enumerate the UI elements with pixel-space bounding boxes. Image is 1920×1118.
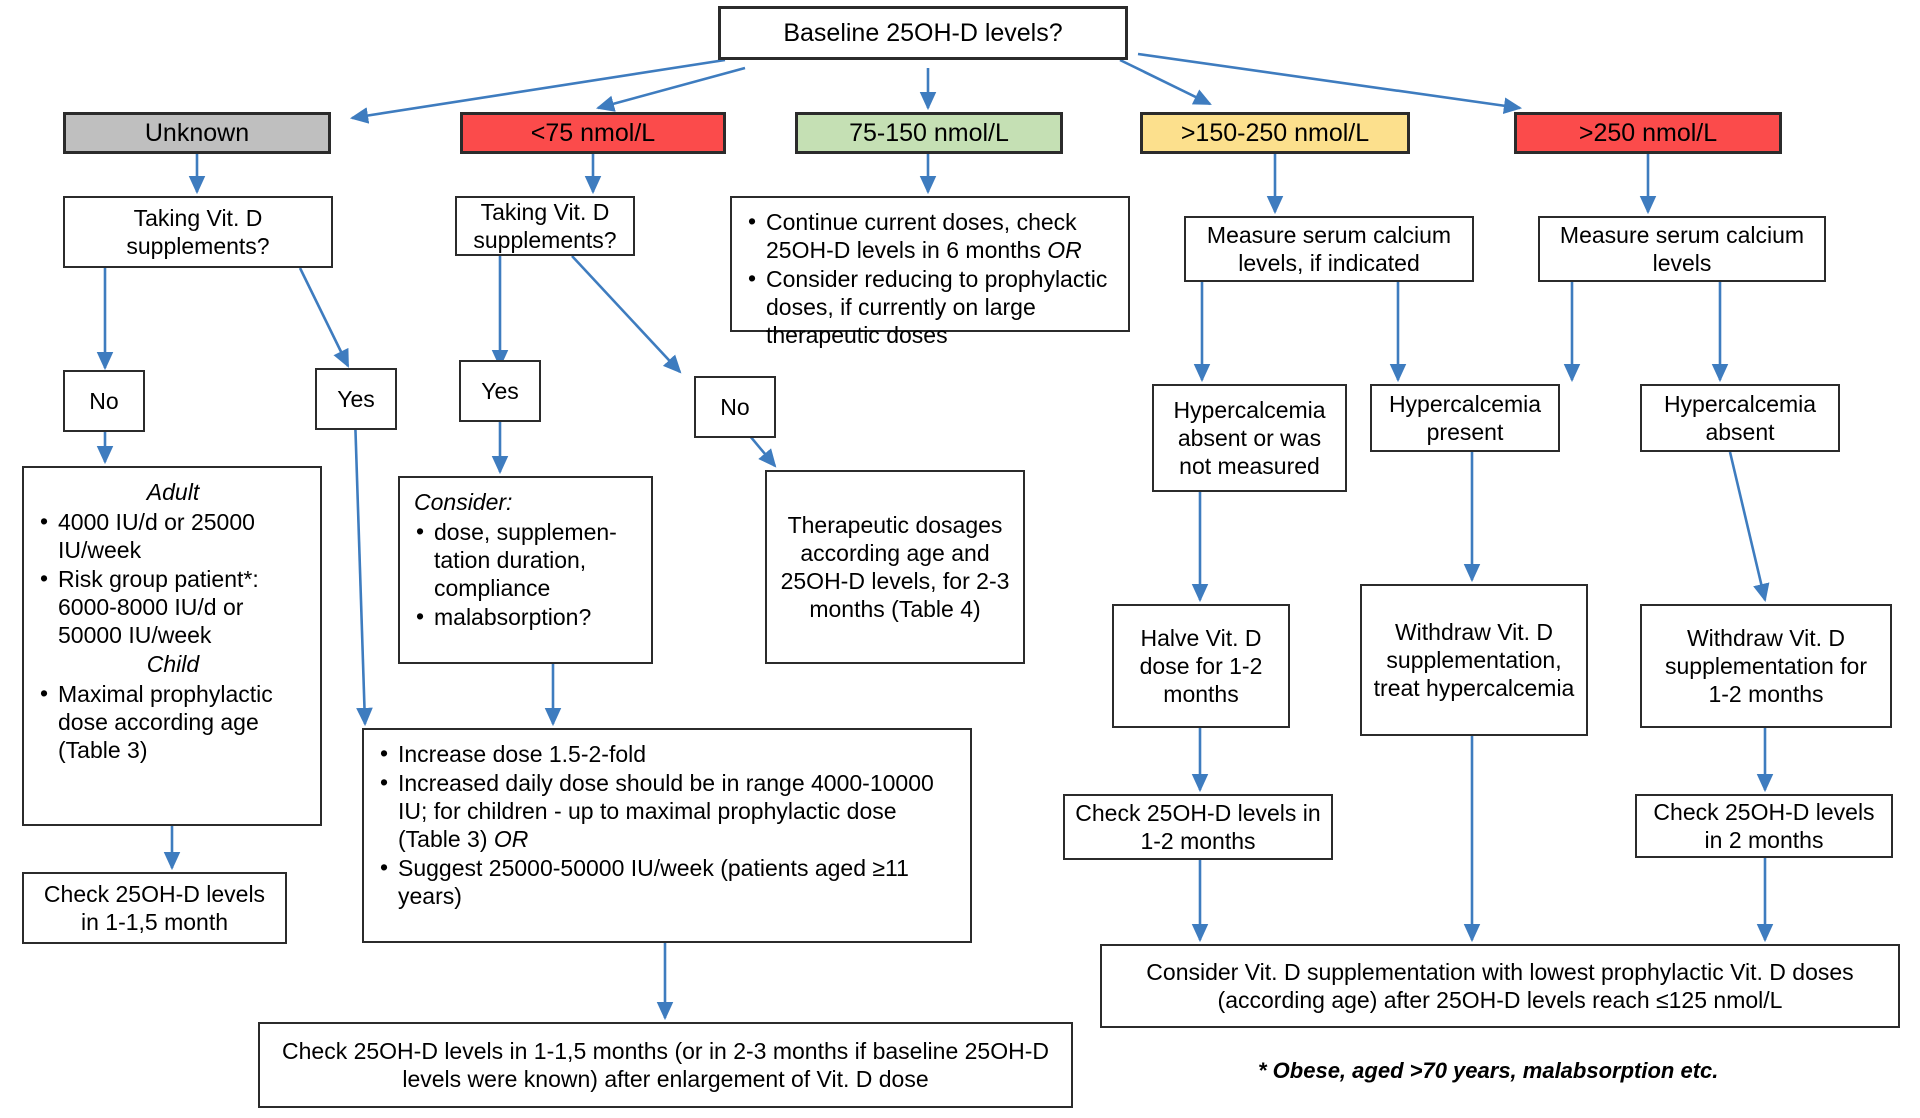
node-yes-2[interactable]: Yes	[459, 360, 541, 422]
adult-title: Adult	[146, 479, 200, 505]
node-hypercalcemia-absent-or-not-measured[interactable]: Hypercalcemia absent or was not measured	[1152, 384, 1347, 492]
node-hypercalcemia-present-label: Hypercalcemia present	[1388, 390, 1542, 445]
node-taking-supplements-q2-label: Taking Vit. D supplements?	[473, 198, 617, 253]
list-item: Risk group patient*: 6000-8000 IU/d or 5…	[38, 564, 308, 649]
node-withdraw-treat-hypercalcemia-label: Withdraw Vit. D supplementation, treat h…	[1373, 618, 1575, 702]
node-taking-supplements-q2[interactable]: Taking Vit. D supplements?	[455, 196, 635, 256]
node-therapeutic-dosages-label: Therapeutic dosages according age and 25…	[780, 511, 1010, 623]
node-check-1-15-month-label: Check 25OH-D levels in 1-1,5 month	[43, 880, 266, 935]
consider-title: Consider:	[414, 489, 513, 515]
node-hypercalcemia-absent-label: Hypercalcemia absent	[1663, 390, 1817, 445]
consider-bullets: dose, supplemen-tation duration, complia…	[414, 517, 639, 631]
list-item: Increase dose 1.5-2-fold	[378, 739, 958, 768]
node-halve-dose-label: Halve Vit. D dose for 1-2 months	[1139, 624, 1263, 708]
node-consider[interactable]: Consider: dose, supplemen-tation duratio…	[398, 476, 653, 664]
list-item: Suggest 25000-50000 IU/week (patients ag…	[378, 853, 958, 910]
node-check-1-2-months[interactable]: Check 25OH-D levels in 1-2 months	[1063, 794, 1333, 860]
node-unknown[interactable]: Unknown	[63, 112, 331, 154]
child-bullets: Maximal prophylactic dose according age …	[38, 679, 308, 764]
node-bottom-right-consider-label: Consider Vit. D supplementation with low…	[1146, 958, 1854, 1013]
node-taking-supplements-q1[interactable]: Taking Vit. D supplements?	[63, 196, 333, 268]
node-measure-serum-calcium-if-indicated[interactable]: Measure serum calcium levels, if indicat…	[1184, 216, 1474, 282]
node-increase-dose[interactable]: Increase dose 1.5-2-fold Increased daily…	[362, 728, 972, 943]
list-item: malabsorption?	[414, 602, 639, 631]
node-check-1-15-month[interactable]: Check 25OH-D levels in 1-1,5 month	[22, 872, 287, 944]
node-no-1-label: No	[89, 387, 119, 414]
node-150-250-label: >150-250 nmol/L	[1180, 118, 1370, 147]
node-check-2-months[interactable]: Check 25OH-D levels in 2 months	[1635, 794, 1893, 858]
node-150-250[interactable]: >150-250 nmol/L	[1140, 112, 1410, 154]
node-withdraw-1-2-months[interactable]: Withdraw Vit. D supplementation for 1-2 …	[1640, 604, 1892, 728]
node-taking-supplements-q1-label: Taking Vit. D supplements?	[126, 204, 270, 259]
node-yes-1-label: Yes	[337, 385, 375, 412]
node-hypercalcemia-absent-or-not-measured-label: Hypercalcemia absent or was not measured	[1173, 396, 1326, 480]
node-withdraw-1-2-months-label: Withdraw Vit. D supplementation for 1-2 …	[1664, 624, 1867, 708]
node-measure-serum-calcium-if-indicated-label: Measure serum calcium levels, if indicat…	[1206, 221, 1452, 276]
node-hypercalcemia-present[interactable]: Hypercalcemia present	[1370, 384, 1560, 452]
node-halve-dose[interactable]: Halve Vit. D dose for 1-2 months	[1112, 604, 1290, 728]
node-check-2-months-label: Check 25OH-D levels in 2 months	[1653, 798, 1875, 853]
list-item: Continue current doses, check 25OH-D lev…	[746, 207, 1116, 264]
node-root-label: Baseline 25OH-D levels?	[783, 18, 1063, 47]
node-lt75-label: <75 nmol/L	[530, 118, 656, 147]
node-no-2[interactable]: No	[694, 376, 776, 438]
list-item: Consider reducing to prophylactic doses,…	[746, 264, 1116, 349]
node-measure-serum-calcium-label: Measure serum calcium levels	[1559, 221, 1805, 276]
node-yes-2-label: Yes	[481, 377, 519, 404]
list-item: Increased daily dose should be in range …	[378, 768, 958, 853]
node-yes-1[interactable]: Yes	[315, 368, 397, 430]
node-withdraw-treat-hypercalcemia[interactable]: Withdraw Vit. D supplementation, treat h…	[1360, 584, 1588, 736]
footnote: * Obese, aged >70 years, malabsorption e…	[1258, 1058, 1719, 1083]
list-item: dose, supplemen-tation duration, complia…	[414, 517, 639, 602]
node-gt250[interactable]: >250 nmol/L	[1514, 112, 1782, 154]
node-check-1-2-months-label: Check 25OH-D levels in 1-2 months	[1075, 799, 1321, 854]
node-bottom-right-consider[interactable]: Consider Vit. D supplementation with low…	[1100, 944, 1900, 1028]
node-therapeutic-dosages[interactable]: Therapeutic dosages according age and 25…	[765, 470, 1025, 664]
node-continue-current-doses[interactable]: Continue current doses, check 25OH-D lev…	[730, 196, 1130, 348]
node-adult-child-doses[interactable]: Adult 4000 IU/d or 25000 IU/week Risk gr…	[22, 466, 322, 826]
node-unknown-label: Unknown	[144, 118, 250, 147]
node-lt75[interactable]: <75 nmol/L	[460, 112, 726, 154]
node-bottom-left-check-label: Check 25OH-D levels in 1-1,5 months (or …	[282, 1037, 1049, 1092]
node-gt250-label: >250 nmol/L	[1578, 118, 1718, 147]
adult-bullets: 4000 IU/d or 25000 IU/week Risk group pa…	[38, 507, 308, 649]
node-root[interactable]: Baseline 25OH-D levels?	[718, 6, 1128, 60]
node-hypercalcemia-absent[interactable]: Hypercalcemia absent	[1640, 384, 1840, 452]
node-bottom-left-check[interactable]: Check 25OH-D levels in 1-1,5 months (or …	[258, 1022, 1073, 1108]
node-75-150[interactable]: 75-150 nmol/L	[795, 112, 1063, 154]
child-title: Child	[146, 651, 200, 678]
node-no-2-label: No	[720, 393, 750, 420]
node-no-1[interactable]: No	[63, 370, 145, 432]
node-measure-serum-calcium[interactable]: Measure serum calcium levels	[1538, 216, 1826, 282]
node-75-150-label: 75-150 nmol/L	[849, 118, 1009, 147]
increase-bullets: Increase dose 1.5-2-fold Increased daily…	[378, 739, 958, 910]
list-item: Maximal prophylactic dose according age …	[38, 679, 308, 764]
mid-bullets: Continue current doses, check 25OH-D lev…	[746, 207, 1116, 349]
list-item: 4000 IU/d or 25000 IU/week	[38, 507, 308, 564]
